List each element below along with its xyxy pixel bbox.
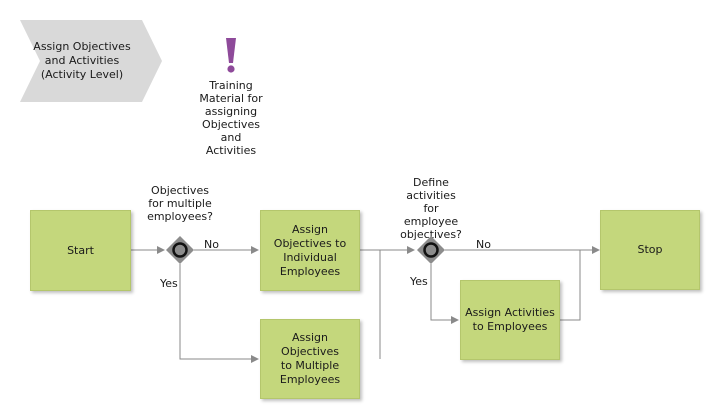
start-event[interactable]: Start	[30, 210, 131, 291]
process-interface-label: Assign Objectives and Activities (Activi…	[33, 40, 131, 81]
connector-gateway1-yes	[179, 264, 259, 363]
connector-gateway2-yes	[430, 264, 459, 324]
gateway1-diamond[interactable]	[166, 236, 194, 264]
gateway1-question: Objectives for multiple employees?	[147, 184, 213, 223]
task-assign-activities[interactable]: Assign Activities to Employees	[460, 280, 560, 360]
task-assign-objectives-multiple[interactable]: Assign Objectives to Multiple Employees	[260, 319, 360, 399]
gateway1-no-label: No	[204, 238, 219, 251]
gateway2-yes-label: Yes	[410, 275, 428, 288]
connector-activities-to-stop	[560, 250, 581, 321]
end-event-stop[interactable]: Stop	[600, 210, 700, 290]
exclamation-icon[interactable]	[222, 38, 240, 74]
gateway2-question: Define activities for employee objective…	[400, 176, 462, 241]
process-interface-shape[interactable]	[20, 20, 162, 102]
task-assign-objectives-individual[interactable]: Assign Objectives to Individual Employee…	[260, 210, 360, 291]
gateway1-yes-label: Yes	[160, 277, 178, 290]
info-carrier-label: Training Material for assigning Objectiv…	[199, 79, 263, 157]
gateway2-no-label: No	[476, 238, 491, 251]
gateway2-diamond[interactable]	[417, 236, 445, 264]
